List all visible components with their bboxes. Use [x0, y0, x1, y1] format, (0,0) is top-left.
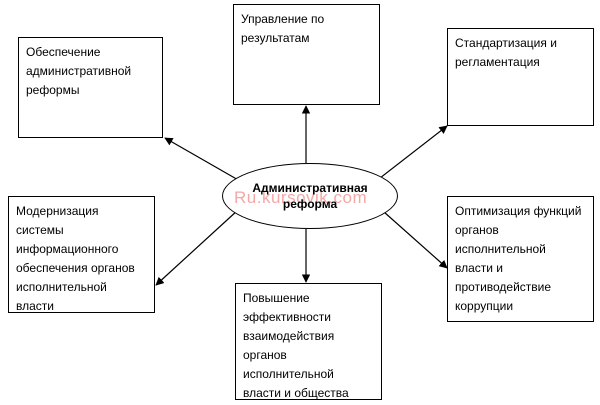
box-standardization-label: Стандартизация и регламентация	[455, 36, 557, 69]
arrow-to-standardization	[379, 125, 448, 179]
center-node-administrative-reform: Административная реформа	[222, 163, 398, 229]
box-optimization-label: Оптимизация функций органов исполнительн…	[455, 204, 582, 313]
box-efficiency: Повышение эффективности взаимодействия о…	[235, 283, 382, 400]
box-admin-reform: Обеспечение административной реформы	[18, 37, 163, 138]
arrow-to-modernization	[155, 209, 239, 286]
box-standardization: Стандартизация и регламентация	[447, 28, 594, 126]
box-modernization: Модернизация системы информационного обе…	[8, 196, 155, 313]
box-optimization: Оптимизация функций органов исполнительн…	[447, 196, 594, 322]
box-results-management-label: Управление по результатам	[241, 12, 325, 45]
box-admin-reform-label: Обеспечение административной реформы	[26, 45, 132, 97]
box-efficiency-label: Повышение эффективности взаимодействия о…	[243, 291, 349, 400]
arrow-to-admin-reform	[164, 137, 241, 182]
box-results-management: Управление по результатам	[233, 4, 380, 105]
center-node-label: Административная реформа	[252, 181, 368, 211]
arrow-to-optimization	[383, 211, 448, 269]
box-modernization-label: Модернизация системы информационного обе…	[16, 204, 135, 313]
